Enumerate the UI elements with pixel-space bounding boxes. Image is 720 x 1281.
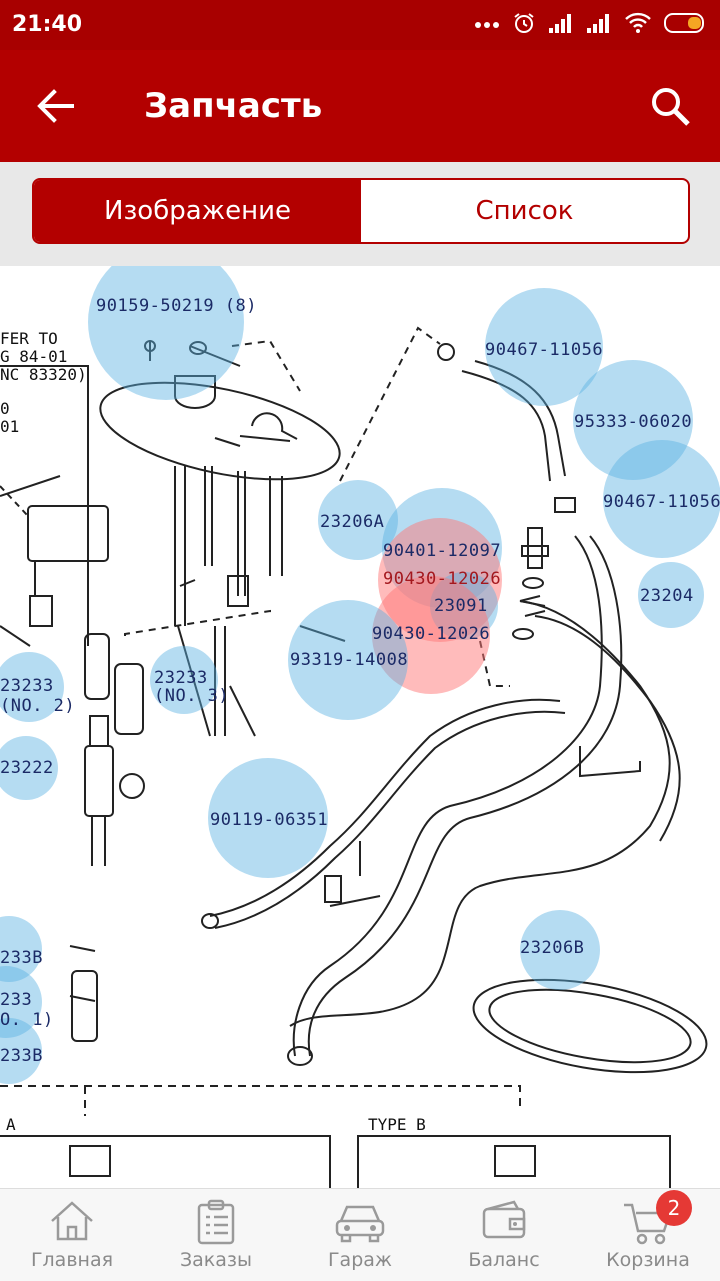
part-label[interactable]: 233B: [0, 948, 43, 968]
battery-icon: [664, 12, 708, 39]
part-label[interactable]: 90119-06351: [210, 810, 329, 830]
back-arrow-icon[interactable]: [36, 86, 76, 126]
part-label[interactable]: 90401-12097: [383, 541, 502, 561]
part-hotspot[interactable]: [88, 266, 244, 400]
part-label[interactable]: 90159-50219 (8): [96, 296, 258, 316]
cart-count-badge: 2: [656, 1190, 692, 1226]
diagram-fragment-text: G 84-01: [0, 347, 67, 366]
car-icon: [335, 1205, 385, 1243]
search-icon[interactable]: [650, 86, 692, 128]
alarm-icon: [512, 11, 536, 40]
nav-garage[interactable]: Гараж: [288, 1189, 432, 1281]
part-hotspot[interactable]: [638, 562, 704, 628]
nav-balance[interactable]: Баланс: [432, 1189, 576, 1281]
page-title: Запчасть: [144, 86, 323, 126]
part-hotspot[interactable]: [603, 440, 720, 558]
part-label[interactable]: (NO. 2): [0, 696, 76, 716]
signal-icon: [548, 12, 574, 39]
tab-list[interactable]: Список: [475, 196, 574, 226]
part-hotspot[interactable]: [208, 758, 328, 878]
part-label[interactable]: 23233: [154, 668, 208, 688]
segmented-control: Изображение Список: [32, 178, 690, 244]
part-label[interactable]: 233B: [0, 1046, 43, 1066]
view-switcher: Изображение Список: [0, 162, 720, 266]
wallet-icon: [482, 1200, 526, 1239]
part-label[interactable]: 23222: [0, 758, 54, 778]
bottom-navigation: Главная Заказы Гараж Баланс Корзина: [0, 1188, 720, 1281]
part-label[interactable]: 93319-14008: [290, 650, 409, 670]
diagram-drawing: FER TO G 84-01 NC 83320) 0 01 TYPE B A: [0, 326, 708, 1188]
diagram-fragment-text: 0: [0, 399, 10, 418]
status-time: 21:40: [12, 12, 83, 37]
nav-label: Корзина: [606, 1249, 690, 1271]
part-hotspot[interactable]: [288, 600, 408, 720]
part-hotspot[interactable]: [0, 736, 58, 800]
part-hotspot[interactable]: [573, 360, 693, 480]
nav-home[interactable]: Главная: [0, 1189, 144, 1281]
nav-cart[interactable]: Корзина: [576, 1189, 720, 1281]
tab-image[interactable]: Изображение: [34, 180, 361, 242]
nav-orders[interactable]: Заказы: [144, 1189, 288, 1281]
part-hotspot-selected[interactable]: [372, 576, 490, 694]
diagram-fragment-text: FER TO: [0, 329, 58, 348]
part-label[interactable]: 23091: [434, 596, 488, 616]
diagram-fragment-text: TYPE B: [368, 1115, 426, 1134]
part-label[interactable]: 23206B: [520, 938, 585, 958]
part-label[interactable]: 23204: [640, 586, 694, 606]
diagram-fragment-text: A: [6, 1115, 16, 1134]
part-label[interactable]: 23233: [0, 676, 54, 696]
part-label[interactable]: 90467-11056: [603, 492, 720, 512]
signal-icon: [586, 12, 612, 39]
part-label[interactable]: 95333-06020: [574, 412, 693, 432]
nav-label: Главная: [30, 1249, 114, 1271]
part-hotspot[interactable]: [520, 910, 600, 990]
parts-diagram[interactable]: FER TO G 84-01 NC 83320) 0 01 TYPE B A 9…: [0, 266, 720, 1188]
status-bar: 21:40: [0, 0, 720, 50]
more-dots-icon: [474, 16, 500, 34]
diagram-fragment-text: 01: [0, 417, 19, 436]
app-bar: Запчасть: [0, 50, 720, 162]
wifi-icon: [624, 12, 652, 39]
part-hotspot[interactable]: [485, 288, 603, 406]
part-hotspot[interactable]: [0, 652, 64, 722]
part-label[interactable]: 23206A: [320, 512, 385, 532]
nav-label: Баланс: [468, 1249, 540, 1271]
nav-label: Заказы: [179, 1249, 253, 1271]
orders-icon: [197, 1199, 235, 1245]
nav-label: Гараж: [327, 1249, 393, 1271]
home-icon: [51, 1201, 93, 1241]
part-label[interactable]: 233: [0, 990, 33, 1010]
part-label[interactable]: (NO. 3): [154, 686, 230, 706]
part-hotspot[interactable]: [318, 480, 398, 560]
part-label-selected[interactable]: 90430-12026: [383, 569, 502, 589]
part-hotspot[interactable]: [150, 646, 218, 714]
part-label[interactable]: O. 1): [0, 1010, 54, 1030]
part-label[interactable]: 90430-12026: [372, 624, 491, 644]
part-label[interactable]: 90467-11056: [485, 340, 604, 360]
diagram-fragment-text: NC 83320): [0, 365, 87, 384]
